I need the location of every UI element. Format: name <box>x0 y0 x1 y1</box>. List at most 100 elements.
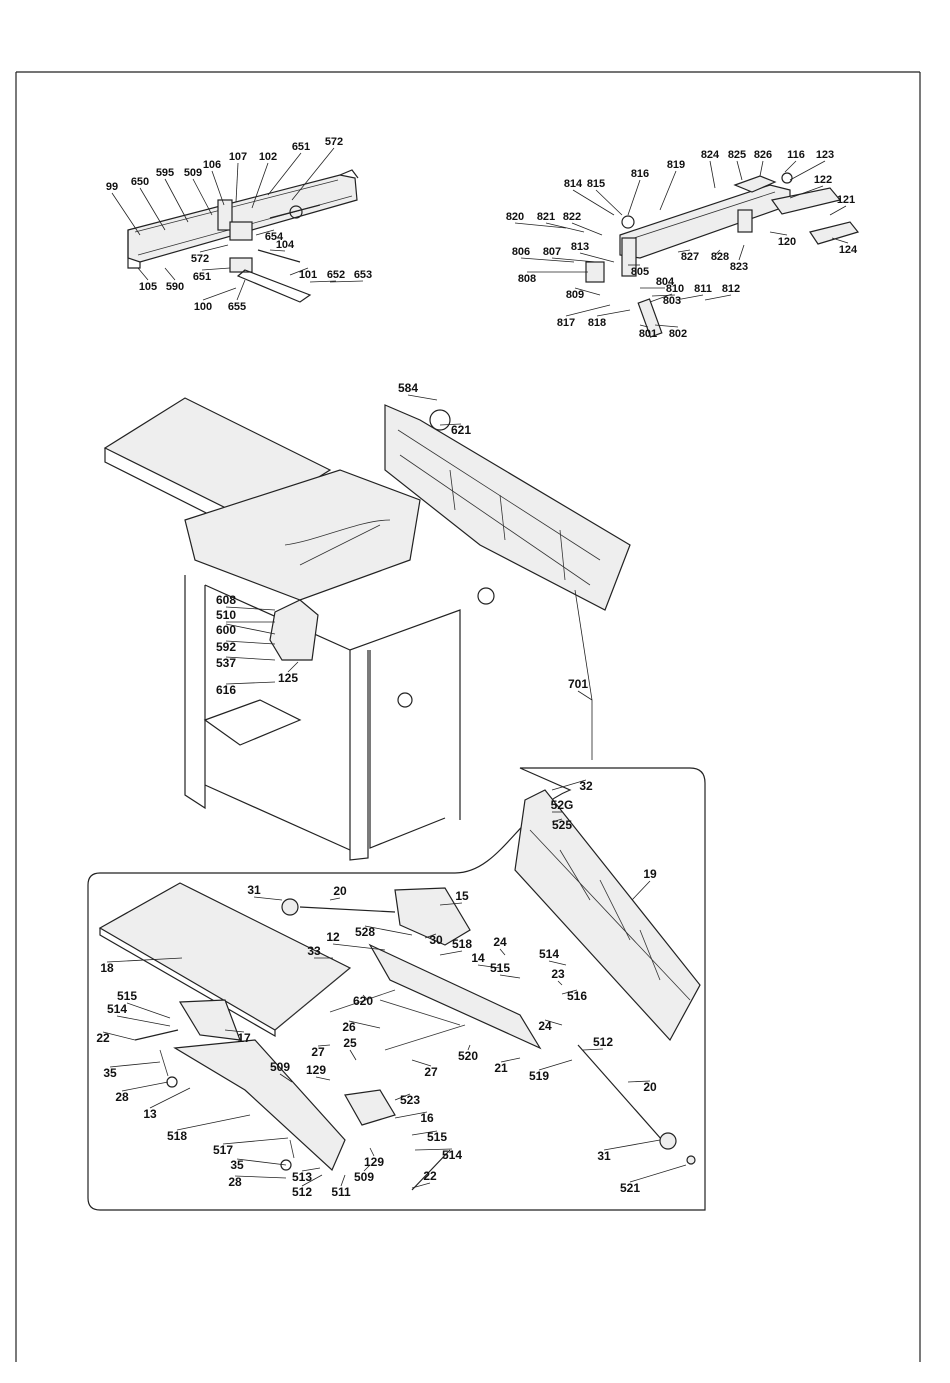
leader-line-515 <box>126 1002 171 1019</box>
leader-line-801 <box>639 324 649 328</box>
part-callout-33: 33 <box>307 944 321 958</box>
part-callout-24: 24 <box>538 1019 552 1033</box>
leader-line-129 <box>369 1147 375 1157</box>
part-callout-120: 120 <box>778 236 796 248</box>
table-leader-lines <box>102 779 687 1189</box>
leader-line-27 <box>317 1044 331 1047</box>
leader-line-100 <box>202 287 237 301</box>
part-callout-35: 35 <box>103 1066 117 1080</box>
part-callout-129: 129 <box>306 1063 326 1077</box>
leader-line-511 <box>340 1174 346 1187</box>
leader-line-509 <box>363 1164 371 1172</box>
leader-line-595 <box>164 178 189 223</box>
part-callout-616: 616 <box>216 683 236 697</box>
leader-line-18 <box>106 957 183 963</box>
part-callout-803: 803 <box>663 295 681 307</box>
part-callout-824: 824 <box>701 149 720 161</box>
leader-line-22 <box>411 1182 431 1189</box>
part-callout-52G: 52G <box>551 798 574 812</box>
part-callout-525: 525 <box>552 818 572 832</box>
part-callout-22: 22 <box>423 1169 437 1183</box>
leader-line-827 <box>677 249 691 253</box>
part-callout-16: 16 <box>420 1111 434 1125</box>
leader-line-19 <box>631 880 651 901</box>
leader-line-810 <box>651 294 676 297</box>
leader-line-14 <box>477 964 501 969</box>
detail-leader-701 <box>574 589 593 760</box>
part-callout-521: 521 <box>620 1181 640 1195</box>
part-callout-104: 104 <box>276 239 295 251</box>
part-callout-101: 101 <box>299 269 317 281</box>
leader-line-106 <box>211 170 225 206</box>
leader-line-116 <box>784 160 797 173</box>
part-callout-600: 600 <box>216 623 236 637</box>
part-callout-806: 806 <box>512 246 530 258</box>
part-callout-28: 28 <box>115 1090 129 1104</box>
leader-line-812 <box>704 294 732 301</box>
part-callout-621: 621 <box>451 423 471 437</box>
leader-line-520 <box>467 1044 471 1051</box>
part-callout-12: 12 <box>326 930 340 944</box>
part-callout-512: 512 <box>292 1185 312 1199</box>
leader-line-652 <box>309 280 337 283</box>
part-callout-13: 13 <box>143 1107 157 1121</box>
part-callout-511: 511 <box>331 1185 351 1199</box>
part-callout-509: 509 <box>184 167 202 179</box>
part-callout-518: 518 <box>167 1129 187 1143</box>
part-callout-802: 802 <box>669 328 687 340</box>
leader-line-120 <box>769 231 788 236</box>
leader-line-537 <box>225 656 276 661</box>
leader-line-20 <box>627 1080 651 1083</box>
part-callout-31: 31 <box>597 1149 611 1163</box>
leader-line-27 <box>411 1059 432 1067</box>
leader-line-12 <box>332 943 386 951</box>
part-callout-653: 653 <box>354 269 372 281</box>
detail-frame <box>87 767 706 1211</box>
leader-line-99 <box>111 192 141 236</box>
leader-line-572 <box>199 244 229 253</box>
leader-line-509 <box>279 1073 293 1083</box>
leader-line-24 <box>499 948 506 956</box>
leader-line-651 <box>201 267 231 271</box>
part-callout-515: 515 <box>427 1130 447 1144</box>
part-callout-810: 810 <box>666 283 684 295</box>
leader-line-824 <box>709 160 716 189</box>
part-callout-121: 121 <box>837 194 855 206</box>
part-callout-804: 804 <box>656 276 675 288</box>
part-callout-828: 828 <box>711 251 729 263</box>
leader-line-814 <box>572 189 615 216</box>
part-callout-827: 827 <box>681 251 699 263</box>
part-callout-523: 523 <box>400 1093 420 1107</box>
leader-line-514 <box>548 960 567 966</box>
machine-drawing <box>103 397 631 861</box>
leader-line-822 <box>571 222 603 236</box>
leader-line-22 <box>102 1031 136 1041</box>
leader-line-815 <box>595 189 623 216</box>
part-callout-106: 106 <box>203 159 221 171</box>
part-callout-509: 509 <box>354 1170 374 1184</box>
page-border <box>15 71 921 1362</box>
part-callout-20: 20 <box>333 884 347 898</box>
part-callout-107: 107 <box>229 151 247 163</box>
leader-line-509 <box>192 178 213 216</box>
part-callout-818: 818 <box>588 317 606 329</box>
part-callout-509: 509 <box>270 1060 290 1074</box>
part-callout-811: 811 <box>694 283 712 295</box>
leader-line-513 <box>301 1167 321 1172</box>
leader-line-818 <box>596 309 631 317</box>
part-callout-520: 520 <box>458 1049 478 1063</box>
part-callout-801: 801 <box>639 328 657 340</box>
part-callout-572: 572 <box>325 136 343 148</box>
leader-line-523 <box>394 1093 411 1101</box>
leader-line-823 <box>738 244 745 261</box>
leader-line-819 <box>659 170 677 211</box>
leader-line-825 <box>736 160 743 181</box>
leader-line-21 <box>500 1057 521 1063</box>
leader-line-621 <box>439 423 462 426</box>
part-callout-808: 808 <box>518 273 536 285</box>
leader-line-105 <box>137 267 149 281</box>
